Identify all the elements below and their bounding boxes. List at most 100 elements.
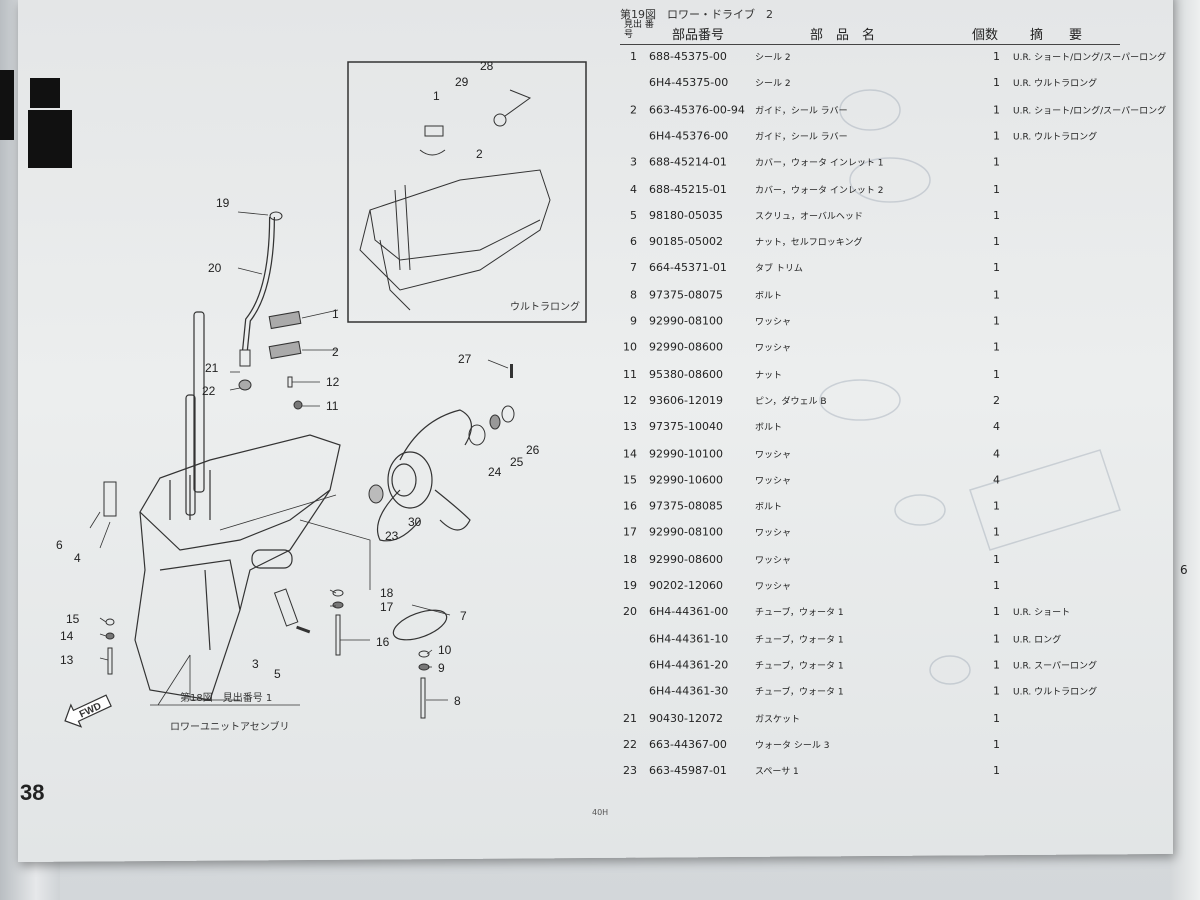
- row-part-no: 95380-08600: [649, 367, 723, 381]
- row-part-name: ワッシャ: [755, 476, 792, 487]
- nut-11: [293, 400, 303, 410]
- row-part-no: 92990-08100: [649, 314, 723, 328]
- row-part-no: 6H4-44361-00: [649, 605, 729, 619]
- inset-label: ウルトラロング: [510, 300, 580, 313]
- pin-27: [510, 364, 513, 378]
- row-part-name: ガイド，シール ラバー: [755, 132, 848, 143]
- row-qty: 1: [993, 579, 1000, 592]
- lower-unit-body: [134, 311, 341, 701]
- gasket-21: [239, 349, 251, 367]
- row-qty: 1: [993, 102, 1000, 116]
- row-remarks: U.R. ロング: [1013, 634, 1062, 645]
- row-part-name: ボルト: [755, 423, 783, 434]
- row-ref-no: 15: [623, 473, 637, 487]
- exploded-parts-diagram: FWD ウルトラロング 第18図 見出番号 1 ロワーユニットアセンブリ 19 …: [56, 59, 587, 733]
- callout: 2: [476, 147, 483, 161]
- row-part-no: 688-45375-00: [649, 50, 727, 63]
- row-qty: 1: [993, 737, 1000, 751]
- row-qty: 1: [993, 288, 1000, 302]
- row-ref-no: 10: [623, 340, 637, 354]
- row-part-name: カバー，ウォータ インレット 1: [755, 158, 884, 169]
- bolt-8: [420, 677, 426, 719]
- callout: 4: [74, 551, 81, 565]
- leader-lines: [89, 211, 509, 706]
- row-ref-no: 6: [630, 235, 637, 249]
- row-ref-no: 22: [623, 737, 637, 751]
- callout: 26: [526, 443, 540, 457]
- row-ref-no: 11: [623, 367, 637, 381]
- row-part-no: 6H4-44361-20: [649, 658, 729, 672]
- row-part-name: カバー，ウォータ インレット 2: [755, 185, 884, 196]
- bolt-16: [335, 614, 341, 656]
- row-part-no: 6H4-44361-10: [649, 631, 729, 645]
- inlet-cover-4: [103, 481, 117, 517]
- callout: 27: [458, 352, 472, 366]
- callout: 2: [332, 345, 339, 359]
- row-qty: 1: [993, 552, 1000, 566]
- callout: 30: [408, 515, 422, 529]
- callout: 3: [252, 657, 259, 671]
- row-part-name: ボルト: [755, 291, 783, 302]
- row-qty: 1: [993, 208, 1000, 222]
- row-qty: 1: [993, 658, 1000, 672]
- callout-numbers: 19 20 1 2 21 22 12 11 27 6 4 24 25 26 23…: [56, 59, 540, 708]
- row-part-no: 663-44367-00: [649, 737, 727, 751]
- row-part-no: 92990-10100: [649, 446, 723, 460]
- nut-26: [501, 405, 515, 423]
- row-qty: 4: [993, 420, 1000, 434]
- row-qty: 1: [993, 605, 1000, 619]
- row-part-no: 93606-12019: [649, 393, 723, 407]
- row-remarks: U.R. ウルトラロング: [1013, 79, 1098, 90]
- inlet-cover-3: [273, 588, 299, 627]
- row-part-no: 92990-08600: [649, 552, 723, 566]
- row-qty: 1: [993, 76, 1000, 90]
- spacer-23: [368, 484, 384, 504]
- row-qty: 1: [993, 499, 1000, 513]
- row-part-no: 6H4-44361-30: [649, 684, 729, 698]
- row-part-no: 92990-10600: [649, 473, 723, 487]
- row-ref-no: 7: [630, 261, 637, 275]
- callout: 14: [60, 629, 74, 643]
- row-part-no: 98180-05035: [649, 208, 723, 222]
- callout: 8: [454, 694, 461, 708]
- row-part-name: ワッシャ: [755, 317, 792, 328]
- row-part-name: ガスケット: [755, 714, 801, 725]
- row-part-no: 90430-12072: [649, 711, 723, 725]
- callout: 10: [438, 643, 452, 657]
- row-qty: 1: [993, 631, 1000, 645]
- callout: 22: [202, 384, 216, 398]
- row-part-no: 663-45376-00-94: [649, 102, 745, 116]
- screw-5: [296, 625, 311, 634]
- row-part-no: 664-45371-01: [649, 261, 727, 275]
- callout: 15: [66, 612, 80, 626]
- row-ref-no: 19: [623, 579, 637, 592]
- header-part-no: 部品番号: [672, 28, 725, 43]
- callout: 5: [274, 667, 281, 681]
- row-qty: 4: [993, 446, 1000, 460]
- callout: 11: [326, 399, 339, 413]
- row-part-no: 92990-08600: [649, 340, 723, 354]
- callout: 19: [216, 196, 230, 210]
- trim-tab: [392, 609, 448, 641]
- header-qty: 個数: [972, 28, 999, 43]
- inset-box: [347, 61, 587, 323]
- header-rule: [620, 44, 1120, 45]
- row-part-no: 6H4-45375-00: [649, 76, 729, 90]
- callout: 23: [385, 529, 399, 543]
- callout: 12: [326, 375, 340, 389]
